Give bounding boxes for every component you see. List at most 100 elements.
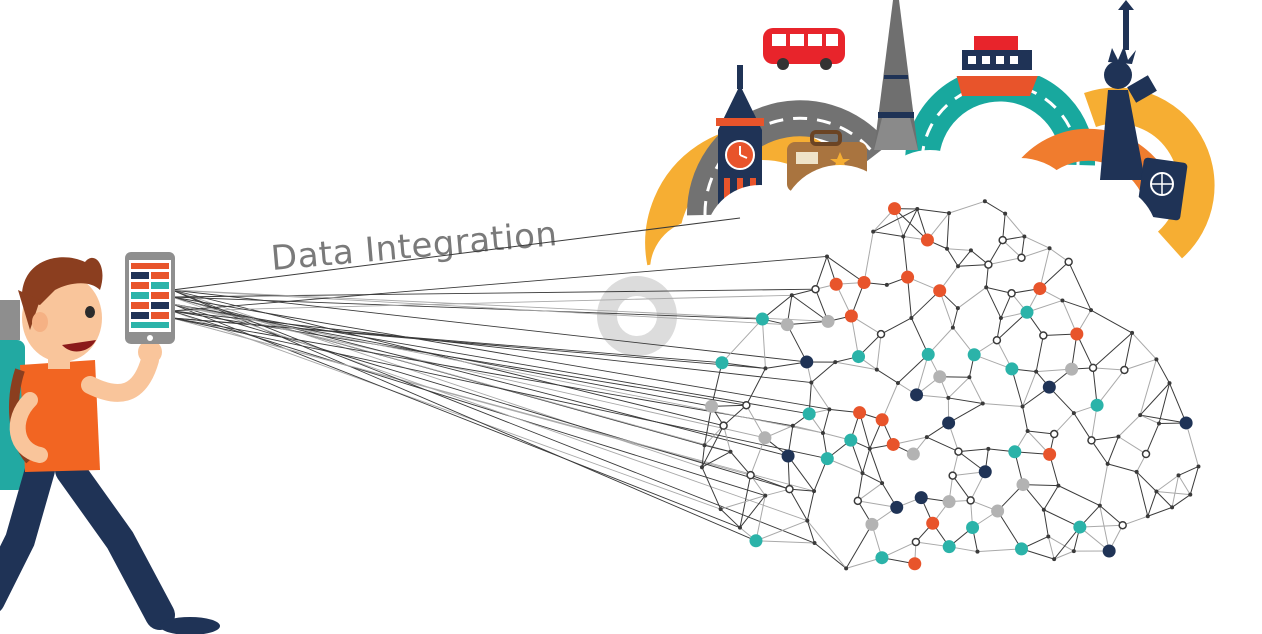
network-edge [873, 231, 904, 238]
network-edge [1189, 466, 1199, 495]
network-edge [1139, 359, 1157, 416]
data-ray [171, 288, 816, 298]
network-node [1154, 357, 1159, 362]
network-node [812, 489, 817, 494]
network-node [984, 285, 989, 290]
landmark-cluster [645, 0, 1215, 320]
network-edge [1147, 506, 1173, 517]
network-edge [789, 488, 808, 521]
network-node [942, 540, 956, 554]
network-node [1015, 542, 1028, 556]
network-node [1056, 483, 1061, 488]
network-node [1105, 461, 1110, 466]
network-edge [902, 208, 918, 237]
network-edge [787, 455, 815, 492]
network-node [1196, 464, 1201, 469]
network-node [966, 496, 975, 505]
network-edge [1147, 491, 1157, 517]
data-ray [171, 310, 766, 497]
network-node [880, 481, 885, 486]
network-node [749, 534, 763, 548]
network-edge [806, 490, 815, 521]
network-edge [1002, 213, 1006, 241]
network-edge [957, 286, 987, 309]
network-node [785, 484, 794, 494]
network-node [809, 380, 814, 385]
network-node [908, 557, 922, 571]
network-edge [1131, 332, 1157, 360]
network-edge [792, 425, 824, 434]
data-ray [171, 296, 763, 320]
network-edge [948, 403, 983, 424]
network-edge [1043, 509, 1081, 528]
network-node [1005, 362, 1019, 376]
network-node [853, 496, 863, 506]
network-edge [1062, 299, 1092, 311]
network-edge [1145, 423, 1160, 455]
network-edge [1169, 382, 1187, 424]
network-edge [857, 500, 897, 508]
network-node [1176, 473, 1181, 478]
network-node [1017, 253, 1026, 262]
network-edge [721, 318, 763, 364]
network-node [954, 447, 963, 456]
network-node [1022, 234, 1027, 239]
network-node [1042, 380, 1056, 394]
statue-of-liberty-icon [1100, 0, 1157, 180]
network-edge [996, 311, 1028, 341]
network-edge [815, 256, 828, 290]
network-edge [1156, 491, 1191, 496]
network-edge [946, 248, 971, 251]
network-node [942, 495, 956, 509]
smartphone-icon [125, 252, 175, 344]
network-node [933, 284, 947, 298]
network-edge [745, 368, 766, 406]
network-edge [897, 354, 929, 384]
network-edge [739, 495, 766, 528]
network-node [1097, 503, 1102, 508]
network-edge [786, 324, 808, 363]
network-edge [974, 354, 1013, 370]
network-node [984, 260, 993, 269]
network-edge [987, 239, 1004, 265]
data-ray [171, 289, 757, 542]
network-edge [1124, 358, 1157, 371]
network-node [1049, 429, 1059, 439]
network-node [924, 435, 929, 440]
data-ray [171, 317, 815, 492]
network-edge [811, 361, 836, 383]
network-edge [721, 362, 766, 369]
network-edge [723, 404, 747, 427]
network-node [909, 315, 914, 320]
network-node [857, 276, 871, 290]
network-node [1170, 505, 1175, 510]
network-node [980, 401, 985, 406]
network-node [886, 437, 900, 451]
network-edge [1171, 494, 1191, 508]
network-node [737, 525, 742, 530]
network-edge [810, 382, 830, 410]
network-node [950, 325, 955, 330]
network-node [755, 312, 769, 326]
network-edge [1107, 436, 1119, 465]
network-edge [1027, 430, 1055, 435]
network-edge [977, 548, 1022, 553]
network-edge [822, 409, 830, 434]
network-node [890, 500, 904, 514]
network-nodes [699, 199, 1201, 571]
network-edge [1185, 422, 1199, 467]
network-edge [720, 508, 741, 529]
network-edge [835, 361, 877, 371]
network-node [1141, 449, 1151, 459]
network-node [946, 395, 951, 400]
network-node [926, 516, 940, 530]
network-node [860, 471, 865, 476]
network-node [719, 421, 728, 430]
network-node [901, 234, 906, 239]
network-edge [1099, 463, 1109, 506]
network-node [920, 233, 934, 247]
network-edge [723, 425, 731, 452]
network-edge [869, 448, 883, 484]
network-node [1016, 478, 1030, 492]
network-edge [862, 448, 871, 474]
